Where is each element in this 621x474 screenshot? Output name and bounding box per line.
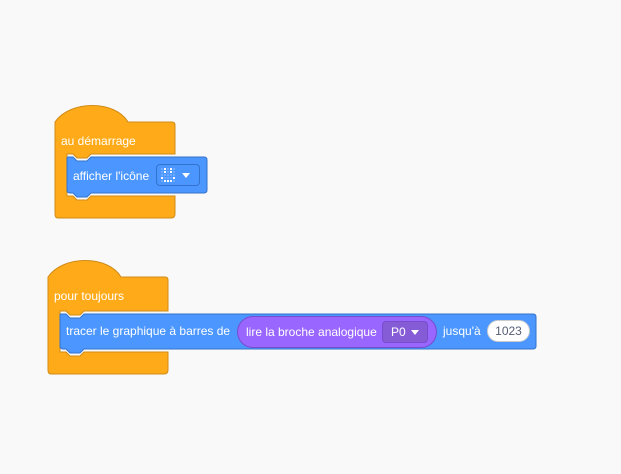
max-value-input[interactable]: 1023 [487,320,530,342]
smiley-led-icon [161,168,177,184]
chevron-down-icon [411,330,419,335]
pin-value: P0 [391,325,406,339]
jusqua-label: jusqu'à [443,324,481,338]
tracer-graphique-label: tracer le graphique à barres de [66,324,231,338]
icon-select-dropdown[interactable] [156,164,200,186]
hat-label-pour-toujours: pour toujours [54,289,125,303]
chevron-down-icon [182,173,190,178]
pin-select-dropdown[interactable]: P0 [382,321,428,343]
hat-label-au-demarrage: au démarrage [61,134,136,148]
reporter-label: lire la broche analogique [246,325,377,339]
afficher-icone-label: afficher l'icône [73,169,150,183]
lire-broche-analogique-reporter[interactable]: lire la broche analogique P0 [237,316,437,348]
